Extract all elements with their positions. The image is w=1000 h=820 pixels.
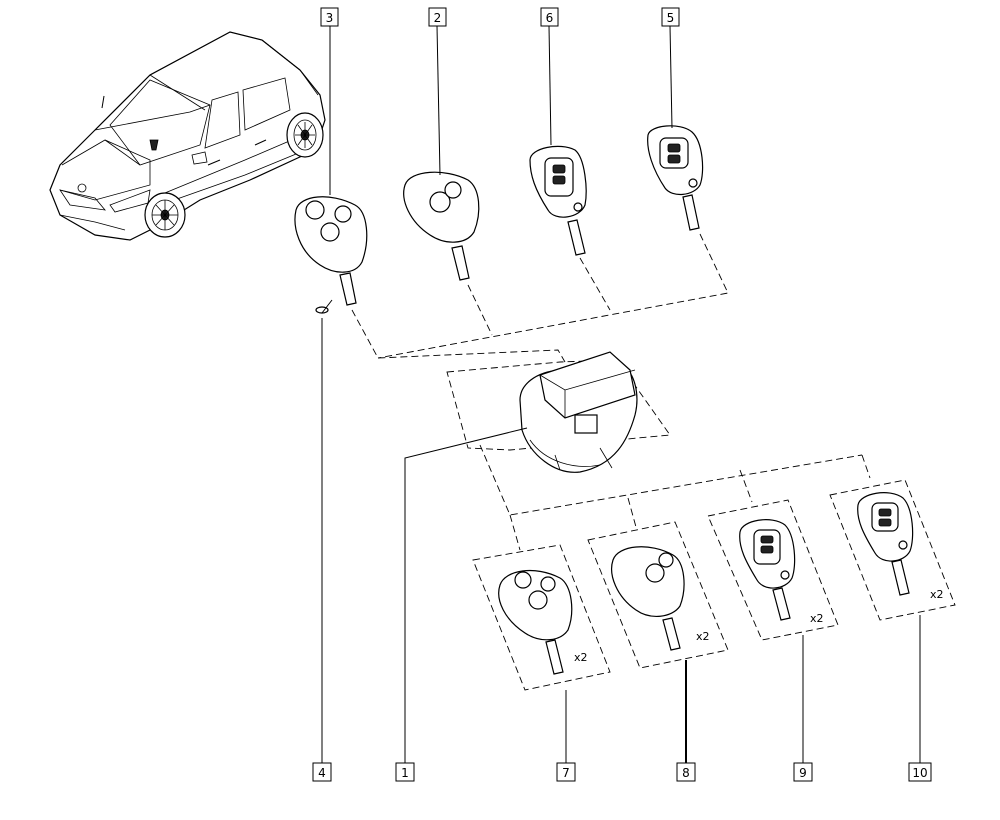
quantity-label-7: x2 [574,651,588,664]
callout-label-8: 8 [682,766,690,780]
key-box-9 [707,499,839,641]
callout-6: 6 [540,7,559,27]
callout-10: 10 [908,762,932,782]
key-box-7 [472,544,611,691]
callout-label-2: 2 [434,11,442,25]
callout-label-6: 6 [546,11,554,25]
callout-label-10: 10 [912,766,927,780]
callout-4: 4 [312,762,332,782]
flip-remote-key-icon-6 [529,145,587,256]
callout-9: 9 [793,762,813,782]
callout-7: 7 [556,762,576,782]
callout-label-5: 5 [667,11,675,25]
quantity-label-8: x2 [696,630,710,643]
callout-5: 5 [661,7,680,27]
round-remote-key-icon-3 [294,196,368,306]
round-remote-key-icon-2 [403,171,480,281]
callout-label-3: 3 [326,11,334,25]
callout-label-1: 1 [401,766,409,780]
quantity-label-9: x2 [810,612,824,625]
bottom-connector-lines [479,444,871,551]
callout-2: 2 [428,7,447,27]
quantity-label-10: x2 [930,588,944,601]
callout-label-7: 7 [562,766,570,780]
callout-1: 1 [395,762,415,782]
callout-label-9: 9 [799,766,807,780]
callout-8: 8 [676,762,696,782]
key-box-8 [587,521,729,669]
flip-remote-key-icon-5 [647,125,704,231]
key-box-10 [829,479,956,621]
callout-label-4: 4 [318,766,326,780]
screw-icon [315,299,333,314]
top-connector-lines [351,233,729,363]
car-illustration-icon [49,31,326,241]
remote-receiver-module-icon [446,351,671,473]
callout-3: 3 [320,7,339,27]
leader-lines [321,25,921,763]
